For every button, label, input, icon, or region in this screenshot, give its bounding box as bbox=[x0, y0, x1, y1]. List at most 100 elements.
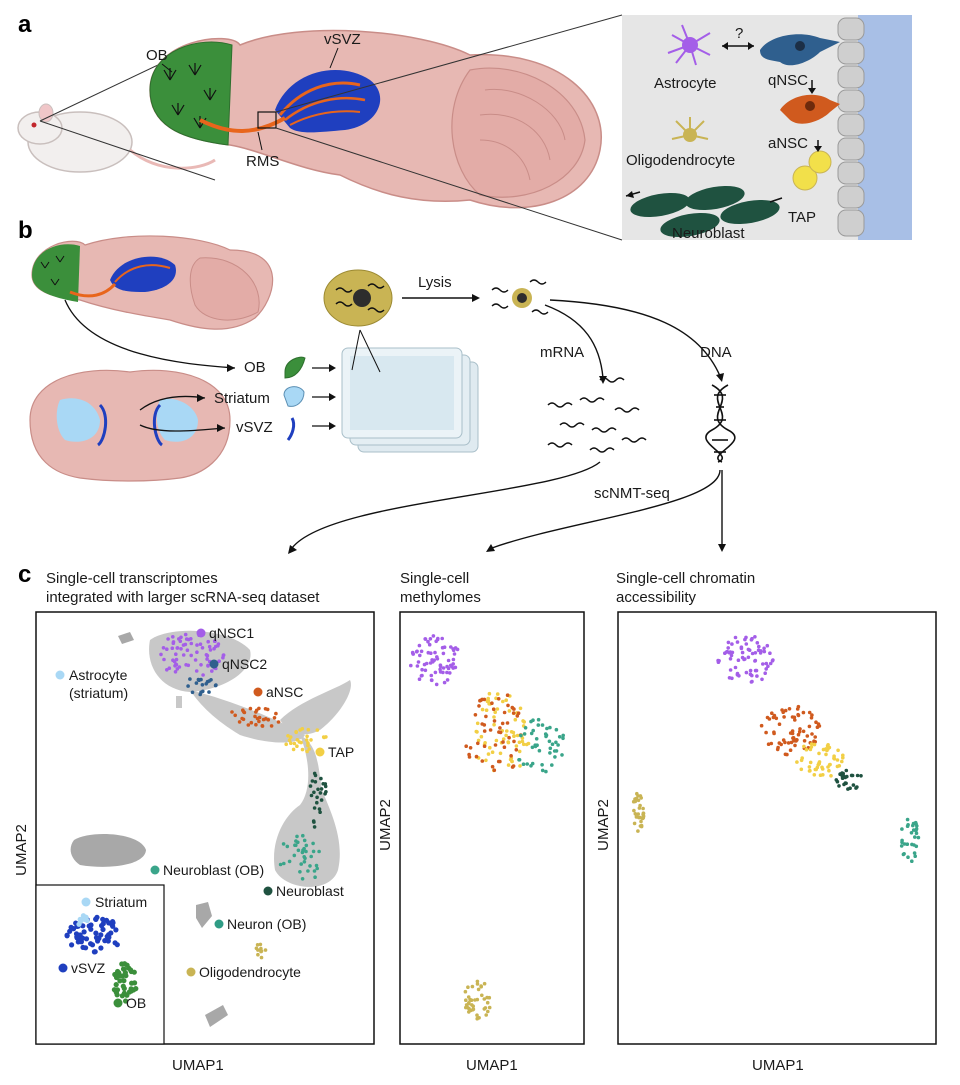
qnsc1-point bbox=[165, 647, 169, 651]
oligo-point bbox=[633, 812, 638, 816]
ansc-point bbox=[770, 711, 774, 715]
oligo-point bbox=[259, 949, 263, 954]
label-neuroblast-c: Neuroblast bbox=[276, 883, 344, 899]
qnsc1-point bbox=[195, 643, 199, 647]
vsvz-point bbox=[110, 919, 116, 925]
plot1-region-inset: Striatum vSVZ OB bbox=[35, 884, 165, 1045]
ansc-point bbox=[482, 729, 487, 733]
qnsc1-point bbox=[175, 646, 180, 650]
ansc-point bbox=[255, 716, 260, 721]
oligo-point bbox=[467, 1001, 471, 1005]
neuroblast-ob-point bbox=[548, 725, 552, 730]
qnsc1-point bbox=[726, 640, 731, 645]
label-ansc-a: aNSC bbox=[768, 135, 808, 152]
ob-point bbox=[111, 987, 117, 993]
tap-point bbox=[807, 765, 812, 769]
neuroblast-ob-point bbox=[556, 743, 560, 747]
label-mrna: mRNA bbox=[540, 344, 584, 361]
plot1-title-2: integrated with larger scRNA-seq dataset bbox=[46, 589, 320, 606]
neuroblast-point bbox=[315, 800, 319, 805]
qnsc1-point bbox=[206, 663, 210, 668]
tap-point bbox=[284, 742, 289, 747]
vsvz-point bbox=[69, 942, 75, 948]
neuroblast-point bbox=[835, 779, 840, 784]
neuroblast-ob-point bbox=[522, 732, 527, 736]
vsvz-point bbox=[98, 932, 104, 938]
tap-point bbox=[510, 759, 514, 764]
qnsc1-point bbox=[194, 669, 199, 673]
ansc-point bbox=[785, 752, 789, 757]
qnsc1-point bbox=[733, 635, 738, 640]
qnsc1-point bbox=[221, 655, 225, 660]
neuroblast-point bbox=[310, 779, 315, 783]
oligo-point bbox=[636, 798, 641, 803]
tap-point bbox=[479, 734, 484, 739]
ansc-point bbox=[491, 707, 496, 711]
oligo-point bbox=[255, 943, 260, 947]
neuroblast-ob-point bbox=[292, 853, 297, 858]
qnsc1-point bbox=[216, 642, 221, 646]
vsvz-point bbox=[91, 949, 97, 955]
ansc-point bbox=[496, 759, 501, 764]
neuroblast-point bbox=[319, 787, 324, 791]
tap-point bbox=[808, 747, 813, 752]
qnsc1-point bbox=[166, 637, 170, 641]
tap-point bbox=[488, 745, 492, 750]
tap-point bbox=[305, 749, 309, 754]
tap-point bbox=[524, 742, 529, 747]
neuroblast-ob-point bbox=[547, 739, 552, 744]
plot3-title-2: accessibility bbox=[616, 589, 697, 606]
label-oligodendrocyte-c: Oligodendrocyte bbox=[199, 964, 301, 980]
multiwell-plates bbox=[341, 347, 479, 453]
qnsc1-point bbox=[181, 653, 186, 657]
plot1-background-cells bbox=[149, 630, 351, 887]
neuroblast-ob-point bbox=[550, 742, 555, 746]
tap-point bbox=[305, 734, 309, 739]
qnsc2-point bbox=[200, 683, 205, 687]
tap-point bbox=[505, 729, 509, 733]
tap-point bbox=[295, 744, 299, 748]
qnsc1-point bbox=[179, 647, 183, 651]
ansc-point bbox=[774, 716, 779, 721]
ansc-point bbox=[266, 718, 271, 722]
tap-point bbox=[802, 744, 806, 749]
qnsc1-point bbox=[199, 663, 203, 667]
neuroblast-ob-point bbox=[913, 835, 917, 839]
qnsc1-point bbox=[768, 651, 772, 655]
qnsc1-point bbox=[724, 650, 729, 654]
neuroblast-point bbox=[313, 780, 318, 784]
neuroblast-ob-point bbox=[309, 854, 314, 859]
neuroblast-ob-point bbox=[311, 841, 315, 846]
neuroblast-point bbox=[840, 776, 845, 780]
qnsc1-point bbox=[716, 660, 721, 664]
neuroblast-point bbox=[851, 783, 856, 787]
tap-point bbox=[812, 742, 817, 747]
ansc-point bbox=[261, 717, 266, 722]
ob-point bbox=[114, 992, 120, 998]
qnsc1-point bbox=[730, 642, 734, 646]
neuroblast-ob-point bbox=[536, 717, 541, 722]
ansc-point bbox=[269, 724, 274, 728]
ansc-point bbox=[274, 711, 278, 716]
tap-point bbox=[486, 752, 491, 756]
vsvz-point bbox=[113, 927, 119, 933]
neuroblast-ob-point bbox=[287, 859, 292, 864]
label-ob-a: OB bbox=[146, 47, 168, 64]
qnsc1-point bbox=[771, 658, 775, 662]
neuroblast-ob-point bbox=[905, 842, 910, 846]
neuroblast-point bbox=[859, 774, 863, 778]
qnsc1-point bbox=[728, 668, 733, 672]
vsvz-point bbox=[105, 938, 111, 944]
qnsc1-point bbox=[766, 664, 770, 669]
oligo-point bbox=[258, 942, 263, 947]
qnsc1-point bbox=[206, 639, 210, 644]
ansc-point bbox=[488, 728, 493, 732]
tap-point bbox=[309, 738, 313, 742]
ansc-point bbox=[801, 710, 806, 715]
qnsc1-point bbox=[744, 642, 749, 646]
qnsc1-point bbox=[415, 649, 419, 654]
neuroblast-ob-point bbox=[536, 723, 541, 727]
label-oligodendrocyte-a: Oligodendrocyte bbox=[626, 152, 735, 169]
label-qnsc1: qNSC1 bbox=[209, 625, 254, 641]
neuroblast-point bbox=[844, 768, 849, 773]
